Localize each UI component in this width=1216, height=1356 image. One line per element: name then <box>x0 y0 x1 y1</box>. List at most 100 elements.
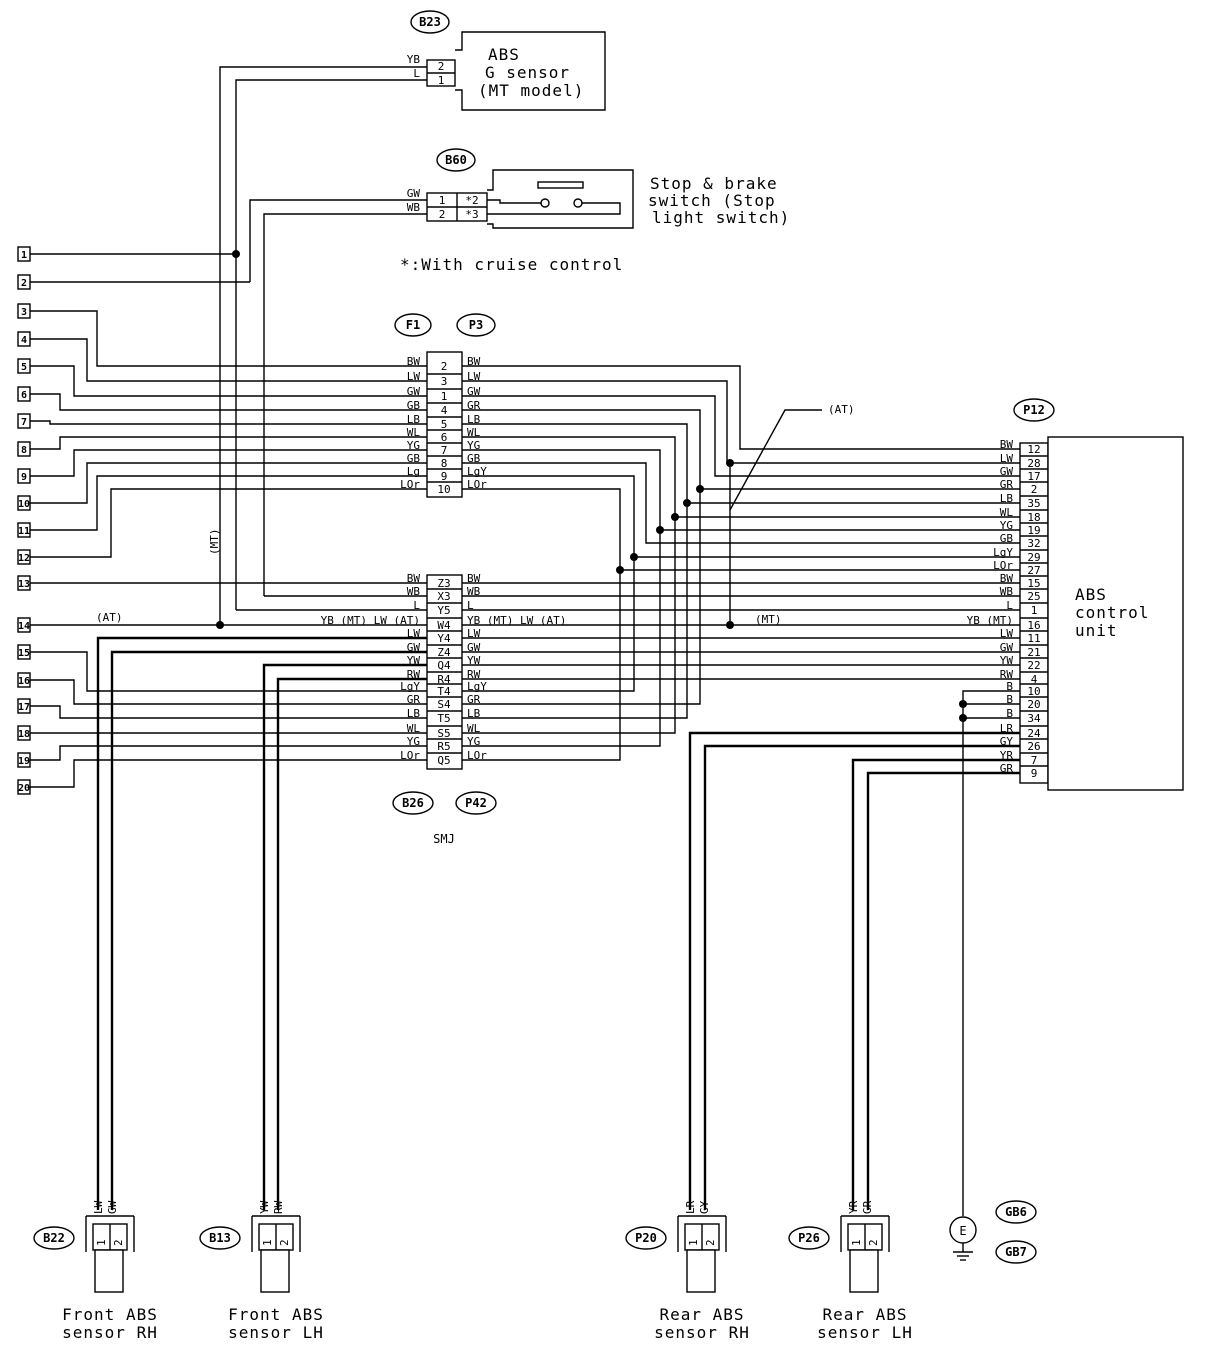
connector-id: B26 <box>402 796 424 810</box>
terminal-number: 6 <box>21 390 27 401</box>
connector-id-badge <box>625 1226 667 1250</box>
pin-label: 2 <box>441 360 448 373</box>
sensor-body <box>260 1249 290 1293</box>
pin-label: 1 <box>687 1239 700 1246</box>
wire-color-label: YB <box>407 53 421 66</box>
component-label-line: control <box>1075 603 1149 622</box>
terminal-box <box>17 779 31 795</box>
wire-color-label: YG <box>1000 519 1013 532</box>
wire-color-label: YR <box>847 1200 860 1214</box>
ground-icon: E <box>959 1224 966 1238</box>
pin-label: *3 <box>465 208 478 221</box>
wire-color-label: LgY <box>467 680 487 693</box>
wire-color-label: RW <box>1000 668 1014 681</box>
terminal-box <box>17 672 31 688</box>
wire-color-label: GR <box>861 1200 874 1214</box>
connector-id-badge <box>394 313 432 337</box>
pin-label: 10 <box>437 483 450 496</box>
ground-connection: E GB6 GB7 <box>949 1200 1037 1264</box>
wire-color-label: BW <box>1000 438 1014 451</box>
wire-color-label: LB <box>407 707 421 720</box>
wire-color-label: B <box>1006 693 1013 706</box>
wire-color-label: LB <box>407 413 421 426</box>
terminal-box <box>17 331 31 347</box>
wire-color-label: YW <box>258 1200 271 1214</box>
terminal-box <box>17 698 31 714</box>
terminal-number: 18 <box>18 729 30 740</box>
wires <box>30 66 1020 1210</box>
pin-label: W4 <box>437 619 451 632</box>
component-label-line: light switch) <box>652 208 790 227</box>
connector-id: B13 <box>209 1231 231 1245</box>
wire-color-label: LW <box>1000 452 1014 465</box>
wire-color-label: WL <box>407 722 421 735</box>
connector-id: B22 <box>43 1231 65 1245</box>
wire-color-label: B <box>1006 680 1013 693</box>
wire-color-label: GR <box>1000 478 1014 491</box>
wire-color-label: BW <box>407 355 421 368</box>
sensor-label-line: sensor RH <box>62 1323 158 1342</box>
wire-color-label: Lg <box>407 465 420 478</box>
terminal-box <box>17 274 31 290</box>
terminal-number: 4 <box>21 335 27 346</box>
terminal-box <box>17 644 31 660</box>
sensor-label-line: Front ABS <box>62 1305 158 1324</box>
wire-color-label: GW <box>407 641 421 654</box>
terminal-number: 10 <box>18 499 30 510</box>
connector-id-badge <box>436 148 476 172</box>
pin-label: *2 <box>465 194 478 207</box>
terminal-number: 14 <box>18 621 30 632</box>
wire-color-label: LB <box>467 707 481 720</box>
terminal-number: 3 <box>21 307 27 318</box>
terminal-box <box>17 575 31 591</box>
pin-label: 4 <box>441 404 448 417</box>
terminal-box <box>17 725 31 741</box>
wire-color-label: YB (MT) LW (AT) <box>321 614 420 627</box>
wire-color-label: RW <box>467 668 481 681</box>
wire-color-label: GW <box>407 187 421 200</box>
sensor-label-line: Rear ABS <box>659 1305 744 1324</box>
pin-label: S5 <box>437 727 450 740</box>
terminal-box <box>17 358 31 374</box>
sensor-body <box>686 1249 716 1293</box>
pin-label: 11 <box>1027 632 1040 645</box>
sensor-label-line: sensor LH <box>228 1323 324 1342</box>
terminal-box <box>17 549 31 565</box>
pin-label: 3 <box>441 375 448 388</box>
pin-label: 2 <box>1031 483 1038 496</box>
pin-label: 5 <box>441 418 448 431</box>
sensor-label-line: sensor RH <box>654 1323 750 1342</box>
pin-label: Y5 <box>437 604 450 617</box>
wire-color-label: WL <box>467 722 481 735</box>
wire-color-label: LOr <box>400 478 420 491</box>
pin-label: S4 <box>437 698 451 711</box>
pin-label: 7 <box>441 444 448 457</box>
wire-color-label: YR <box>1000 749 1014 762</box>
pin-label: Q5 <box>437 754 450 767</box>
wire-color-label: LW <box>92 1200 105 1214</box>
sensor-body <box>849 1249 879 1293</box>
pin-label: R5 <box>437 740 450 753</box>
wire-color-label: BW <box>1000 572 1014 585</box>
wire-color-label: GB <box>467 452 481 465</box>
pin-label: 2 <box>867 1239 880 1246</box>
connector-id: P26 <box>798 1231 820 1245</box>
connector-id-badge <box>995 1240 1037 1264</box>
pin-label: T5 <box>437 712 450 725</box>
component-label-line: (MT model) <box>478 81 584 100</box>
pin-label: Y4 <box>437 632 451 645</box>
pin-label: 8 <box>441 457 448 470</box>
pin-label: R4 <box>437 673 451 686</box>
connector-id-badge <box>456 313 496 337</box>
terminal-box <box>17 468 31 484</box>
pin-label: T4 <box>437 685 451 698</box>
terminal-box <box>17 441 31 457</box>
wire-color-label: YW <box>1000 654 1014 667</box>
pin-label: 10 <box>1027 685 1040 698</box>
terminal-number: 7 <box>21 417 27 428</box>
wire-color-label: LOr <box>993 559 1013 572</box>
